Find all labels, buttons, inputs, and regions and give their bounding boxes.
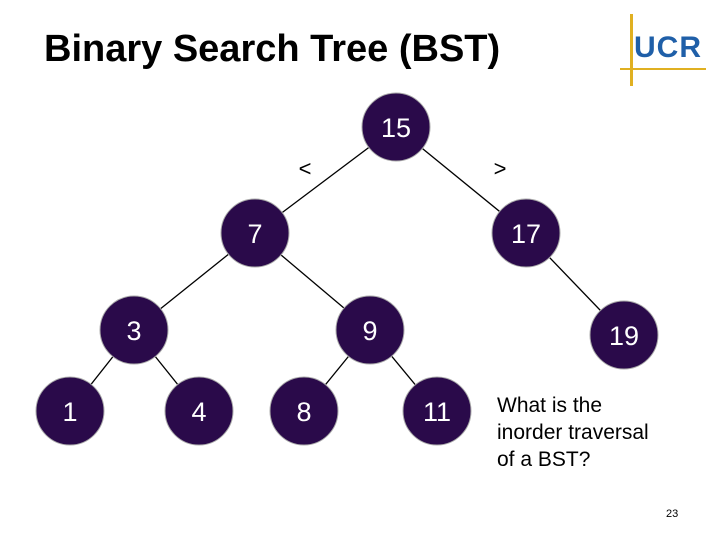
node-label: 15 <box>381 113 411 143</box>
node-circle <box>269 376 339 446</box>
question-line-3: of a BST? <box>497 448 591 471</box>
greater-than-label: > <box>494 156 507 181</box>
node-circle <box>589 300 659 370</box>
tree-node-3: 3 <box>99 295 169 365</box>
logo-horizontal-line <box>620 68 706 70</box>
node-label: 19 <box>609 321 639 351</box>
node-circle <box>361 92 431 162</box>
tree-node-1: 1 <box>35 376 105 446</box>
node-circle <box>35 376 105 446</box>
node-label: 1 <box>62 397 77 427</box>
node-label: 7 <box>247 219 262 249</box>
node-circle <box>220 198 290 268</box>
tree-node-19: 19 <box>589 300 659 370</box>
tree-node-15: 15 <box>361 92 431 162</box>
node-label: 8 <box>296 397 311 427</box>
node-label: 17 <box>511 219 541 249</box>
logo-vertical-line <box>630 14 633 86</box>
page-number: 23 <box>666 508 679 520</box>
less-than-label: < <box>299 156 312 181</box>
node-circle <box>164 376 234 446</box>
tree-node-8: 8 <box>269 376 339 446</box>
slide-title: Binary Search Tree (BST) <box>44 28 501 70</box>
tree-node-4: 4 <box>164 376 234 446</box>
logo-text: UCR <box>634 31 702 64</box>
tree-nodes: 15 7 17 3 9 19 1 4 8 11 <box>35 92 659 446</box>
tree-node-17: 17 <box>491 198 561 268</box>
node-circle <box>335 295 405 365</box>
node-circle <box>491 198 561 268</box>
tree-node-9: 9 <box>335 295 405 365</box>
node-label: 11 <box>423 397 451 427</box>
node-circle <box>402 376 472 446</box>
node-label: 3 <box>126 316 141 346</box>
node-circle <box>99 295 169 365</box>
question-line-2: inorder traversal <box>497 421 649 444</box>
question-text: What is the inorder traversal of a BST? <box>497 392 707 473</box>
node-label: 9 <box>362 316 377 346</box>
question-line-1: What is the <box>497 394 603 417</box>
node-label: 4 <box>191 397 206 427</box>
tree-node-7: 7 <box>220 198 290 268</box>
tree-edges <box>69 126 625 412</box>
tree-node-11: 11 <box>402 376 472 446</box>
ucr-logo: UCR <box>620 14 710 86</box>
